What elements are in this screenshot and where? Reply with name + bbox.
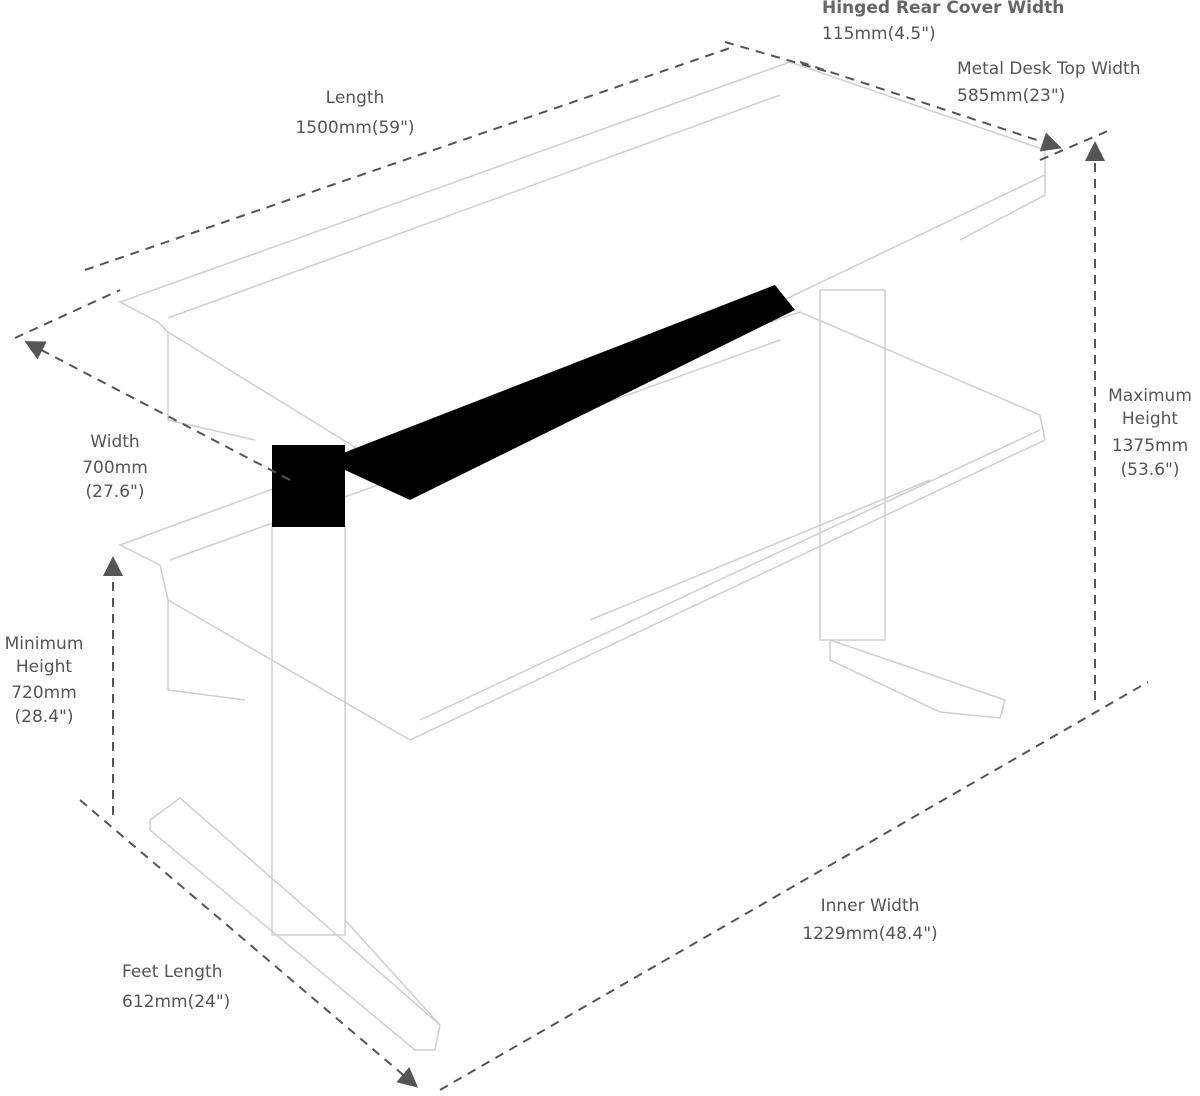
lower-drawer-slot [589, 479, 931, 621]
upper-desktop-edge [959, 175, 1046, 241]
feet-length-title: Feet Length [122, 962, 223, 982]
length-title: Length [325, 88, 385, 108]
width-value-in: (27.6") [85, 482, 145, 502]
trim-band-block [272, 445, 345, 527]
black-trim-band [272, 285, 795, 527]
trim-band-strip [320, 285, 795, 500]
hinged-title: Hinged Rear Cover Width [822, 0, 1065, 18]
upper-desktop-side [157, 321, 256, 441]
width-value: 700mm [82, 458, 148, 478]
inner-width-value: 1229mm(48.4") [802, 924, 938, 944]
min-height-value-in: (28.4") [14, 707, 74, 727]
min-height-title1: Minimum [4, 634, 84, 654]
max-height-title1: Maximum [1108, 386, 1192, 406]
length-value: 1500mm(59") [295, 118, 415, 138]
width-line [24, 341, 291, 481]
inner-width-title: Inner Width [820, 896, 920, 916]
length-line [84, 47, 731, 271]
left-leg [271, 524, 346, 936]
feet-length-value: 612mm(24") [122, 992, 231, 1012]
max-height-title2: Height [1121, 409, 1179, 429]
left-foot-edge [344, 919, 441, 1026]
max-height-value: 1375mm [1111, 436, 1189, 456]
rear-cover-seam [167, 94, 781, 319]
max-height-extension-line [1039, 129, 1111, 161]
right-leg [819, 289, 886, 641]
lower-desktop-side [167, 600, 246, 701]
left-foot [149, 797, 441, 1051]
hinged-value: 115mm(4.5") [822, 24, 936, 44]
min-height-value: 720mm [11, 683, 77, 703]
metal-width-line [799, 61, 1062, 152]
hinged-line [724, 41, 833, 74]
metal-value: 585mm(23") [957, 86, 1066, 106]
max-height-value-in: (53.6") [1120, 460, 1180, 480]
dimension-lines [14, 41, 1149, 1091]
upper-desktop [118, 61, 1046, 481]
min-height-title2: Height [15, 657, 73, 677]
lower-front-edge [419, 429, 1041, 721]
right-foot [829, 638, 1006, 719]
width-extension-line [14, 289, 121, 339]
inner-width-line [439, 681, 1149, 1091]
width-title: Width [90, 432, 140, 452]
metal-title: Metal Desk Top Width [957, 59, 1141, 79]
